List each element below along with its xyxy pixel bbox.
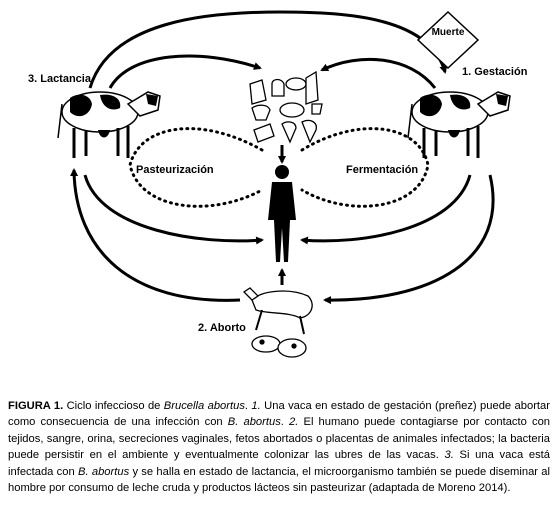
infection-cycle-diagram [57,10,511,358]
label-muerte: Muerte [431,27,465,38]
label-gestacion: 1. Gestación [462,66,528,78]
arrow-aborto-to-lactancia [70,168,241,302]
label-fermentacion: Fermentación [346,164,419,176]
arrow-lactancia-to-human [83,174,264,245]
arrow-lactancia-to-products [108,54,262,89]
caption-s2-num: 2. [289,416,299,429]
label-pasteurizacion: Pasteurización [136,164,214,176]
caption-s1-end: . [280,416,290,429]
caption-figure-label: FIGURA 1. [8,400,64,412]
human-illustration [268,165,296,262]
arrow-gestacion-to-products [320,57,437,89]
aborted-calf-illustration [242,287,313,358]
caption-s3-end: y se halla en estado de lactancia, el mi… [8,465,550,495]
caption-text-2: . [244,400,252,412]
dairy-products-illustration [249,70,323,144]
arrow-gestacion-to-aborto [323,174,495,305]
cow-lactancia-illustration [57,91,161,158]
caption-s2-text: El humano puede contagiarse por contacto… [8,416,551,462]
figure-caption: FIGURA 1. Ciclo infeccioso de Brucella a… [8,398,550,496]
caption-s3-text: Si una vaca está infectada con [8,449,550,478]
caption-s1-text: Una vaca en estado de gestación (preñez)… [8,400,550,429]
dotted-loop-pasteurizacion [128,127,264,208]
caption-s1-species: B. abortus [227,416,281,429]
label-aborto: 2. Aborto [198,322,246,334]
arrow-lactancia-to-gestacion [88,10,448,89]
caption-s3-num: 3. [444,449,454,462]
label-lactancia: 3. Lactancia [28,73,91,85]
caption-species: Brucella abortus [163,400,245,412]
caption-s1-num: 1. [251,400,261,412]
cow-gestacion-illustration [407,91,511,158]
caption-text-1: Ciclo infeccioso de [63,400,164,412]
caption-s3-species: B. abortus [78,465,130,478]
arrow-gestacion-to-human [300,174,472,245]
muerte-diamond [416,10,480,70]
